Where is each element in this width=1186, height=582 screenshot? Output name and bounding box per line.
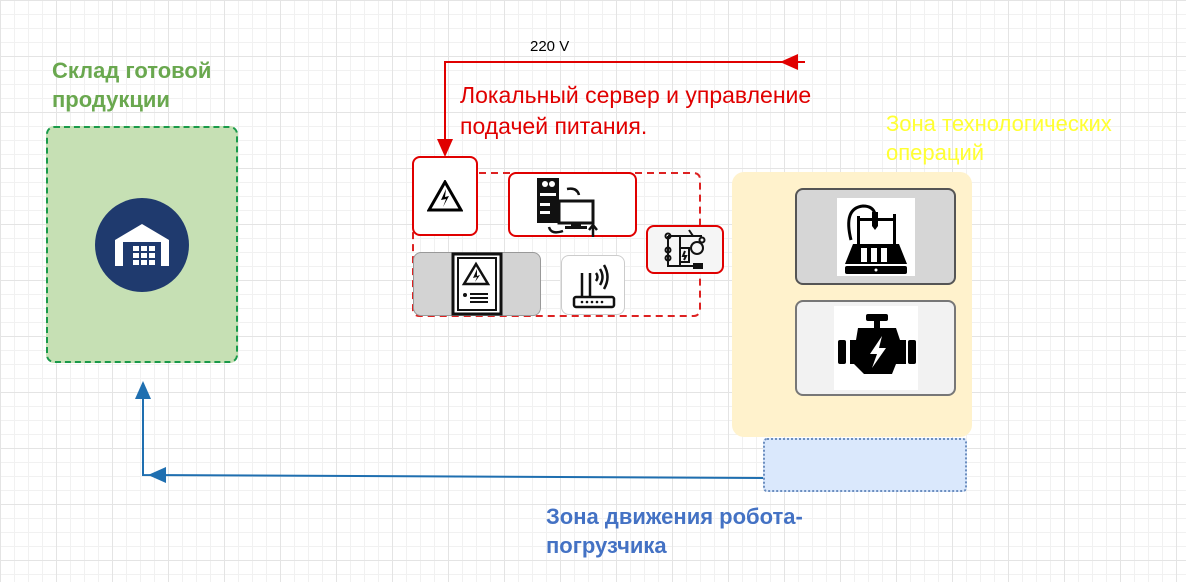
electric-motor-box[interactable] <box>795 300 956 396</box>
server-computer-icon <box>536 177 598 237</box>
electric-engine-icon <box>833 306 918 390</box>
power-input-box[interactable] <box>412 156 478 236</box>
robot-path-arrow <box>135 381 766 479</box>
warehouse-label: Склад готовой продукции <box>52 58 212 112</box>
server-box[interactable] <box>508 172 637 237</box>
electrical-cabinet-icon <box>451 252 503 316</box>
warehouse-icon <box>95 197 189 292</box>
electrical-cabinet-box[interactable] <box>413 252 541 316</box>
robot-zone-label: Зона движения робота-погрузчика <box>546 504 803 558</box>
server-zone-label: Локальный сервер и управление подачей пи… <box>460 82 812 139</box>
robot-zone[interactable] <box>763 438 967 492</box>
cnc-machine-box[interactable] <box>795 188 956 285</box>
high-voltage-icon <box>427 180 463 212</box>
circuit-board-icon <box>664 228 706 269</box>
wifi-router-icon <box>572 264 616 309</box>
voltage-label: 220 V <box>530 38 570 55</box>
warehouse-zone[interactable] <box>46 126 238 363</box>
control-circuit-box[interactable] <box>646 225 724 274</box>
router-box[interactable] <box>561 255 625 315</box>
cnc-machine-icon <box>836 197 915 276</box>
tech-zone-label: Зона технологических операций <box>886 111 1112 165</box>
power-line-arrow <box>437 61 805 157</box>
